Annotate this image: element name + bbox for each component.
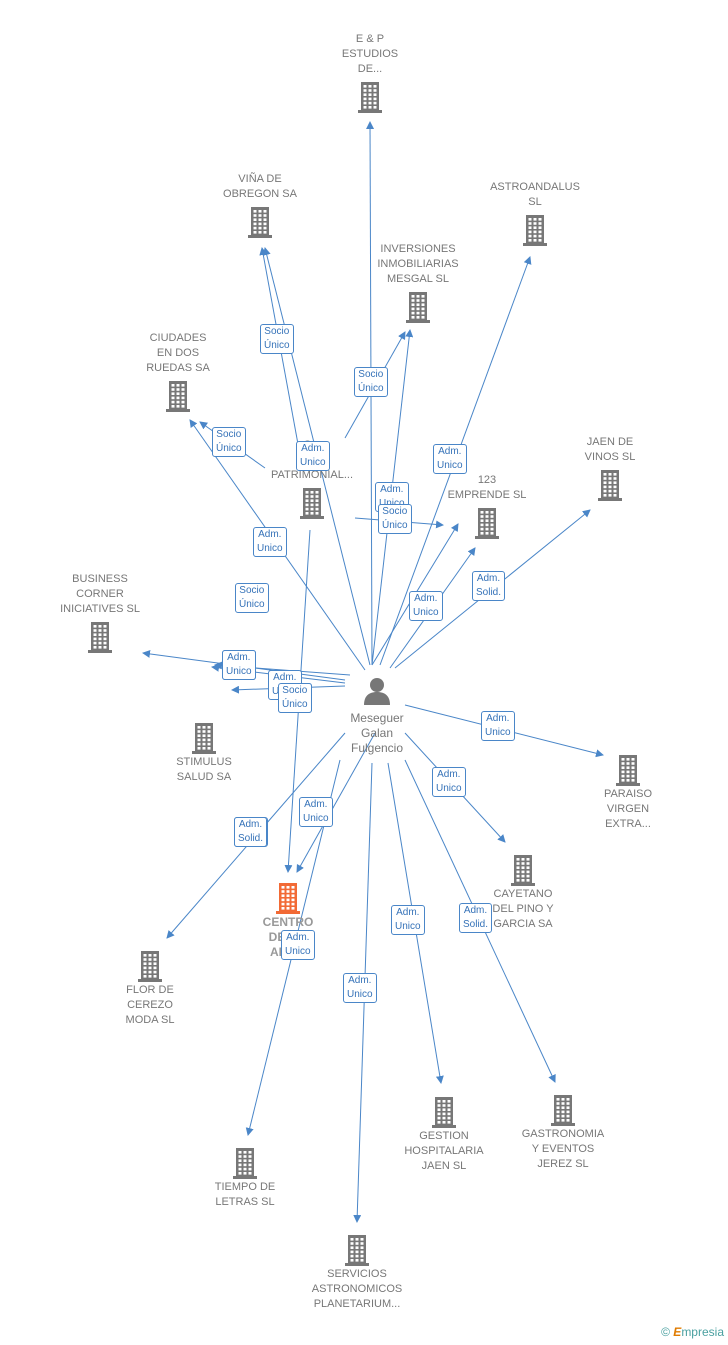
company-node-ep[interactable]: E & P ESTUDIOS DE... bbox=[300, 32, 440, 114]
company-node-gast[interactable]: GASTRONOMIA Y EVENTOS JEREZ SL bbox=[493, 1090, 633, 1172]
company-label: PARAISO VIRGEN EXTRA... bbox=[603, 788, 653, 830]
company-node-biz[interactable]: BUSINESS CORNER INICIATIVES SL bbox=[30, 572, 170, 654]
relation-badge[interactable]: Adm. Solid. bbox=[459, 903, 493, 933]
company-label: 123 EMPRENDE SL bbox=[447, 474, 527, 501]
relation-badge[interactable]: Socio Único bbox=[235, 583, 269, 613]
building-icon bbox=[345, 1235, 369, 1266]
building-icon bbox=[166, 381, 190, 412]
company-label: JAEN DE VINOS SL bbox=[584, 436, 636, 463]
company-node-jaen[interactable]: JAEN DE VINOS SL bbox=[540, 435, 680, 502]
company-label: VIÑA DE OBREGON SA bbox=[223, 173, 297, 200]
person-name: Meseguer Galan Fulgencio bbox=[350, 711, 404, 755]
relation-badge[interactable]: Adm. Unico bbox=[409, 591, 443, 621]
company-node-flor[interactable]: FLOR DE CEREZO MODA SL bbox=[80, 946, 220, 1028]
company-label: ASTROANDALUS SL bbox=[490, 181, 580, 208]
company-label: SERVICIOS ASTRONOMICOS PLANETARIUM... bbox=[311, 1268, 403, 1310]
building-icon bbox=[511, 855, 535, 886]
company-label: STIMULUS SALUD SA bbox=[176, 756, 232, 783]
link-line bbox=[296, 732, 376, 873]
company-node-astro[interactable]: ASTROANDALUS SL bbox=[465, 180, 605, 247]
company-node-vina[interactable]: VIÑA DE OBREGON SA bbox=[190, 172, 330, 239]
building-icon bbox=[276, 883, 300, 914]
company-node-cay[interactable]: CAYETANO DEL PINO Y GARCIA SA bbox=[453, 850, 593, 932]
company-node-tiempo[interactable]: TIEMPO DE LETRAS SL bbox=[175, 1143, 315, 1210]
building-icon bbox=[523, 215, 547, 246]
company-node-serv[interactable]: SERVICIOS ASTRONOMICOS PLANETARIUM... bbox=[287, 1230, 427, 1312]
building-icon bbox=[616, 755, 640, 786]
building-icon bbox=[300, 488, 324, 519]
relation-badge[interactable]: Adm. Solid. bbox=[472, 571, 506, 601]
company-node-emp123[interactable]: 123 EMPRENDE SL bbox=[417, 473, 557, 540]
relation-badge[interactable]: Socio Único bbox=[278, 683, 312, 713]
building-icon bbox=[475, 508, 499, 539]
relation-badge[interactable]: Adm. Unico bbox=[299, 797, 333, 827]
person-node[interactable]: Meseguer Galan Fulgencio bbox=[338, 676, 416, 756]
building-icon bbox=[192, 723, 216, 754]
company-label: GESTION HOSPITALARIA JAEN SL bbox=[404, 1130, 484, 1172]
company-node-par[interactable]: PARAISO VIRGEN EXTRA... bbox=[558, 750, 698, 832]
building-icon bbox=[233, 1148, 257, 1179]
company-node-stim[interactable]: STIMULUS SALUD SA bbox=[134, 718, 274, 785]
company-label: CAYETANO DEL PINO Y GARCIA SA bbox=[492, 888, 554, 930]
relation-badge[interactable]: Adm. Unico bbox=[432, 767, 466, 797]
building-icon bbox=[138, 951, 162, 982]
relation-badge[interactable]: Socio Único bbox=[354, 367, 388, 397]
company-label: E & P ESTUDIOS DE... bbox=[341, 33, 399, 75]
relation-badge[interactable]: Adm. Unico bbox=[391, 905, 425, 935]
relation-badge[interactable]: Socio Único bbox=[260, 324, 294, 354]
relation-badge[interactable]: Adm. Unico bbox=[253, 527, 287, 557]
company-node-inv[interactable]: INVERSIONES INMOBILIARIAS MESGAL SL bbox=[348, 242, 488, 324]
building-icon bbox=[598, 470, 622, 501]
relation-badge[interactable]: Adm. Unico bbox=[433, 444, 467, 474]
company-label: TIEMPO DE LETRAS SL bbox=[214, 1181, 276, 1208]
company-label: CIUDADES EN DOS RUEDAS SA bbox=[146, 332, 210, 374]
building-icon bbox=[551, 1095, 575, 1126]
person-icon bbox=[364, 678, 390, 705]
building-icon bbox=[406, 292, 430, 323]
building-icon bbox=[432, 1097, 456, 1128]
relation-badge[interactable]: Adm. Unico bbox=[296, 441, 330, 471]
company-node-ciud[interactable]: CIUDADES EN DOS RUEDAS SA bbox=[108, 331, 248, 413]
building-icon bbox=[88, 622, 112, 653]
relation-badge[interactable]: Socio Único bbox=[378, 504, 412, 534]
company-label: FLOR DE CEREZO MODA SL bbox=[125, 984, 175, 1026]
empresia-logo: © Empresia bbox=[661, 1325, 724, 1339]
relation-badge[interactable]: Adm. Unico bbox=[222, 650, 256, 680]
relation-badge[interactable]: Adm. Unico bbox=[281, 930, 315, 960]
building-icon bbox=[358, 82, 382, 113]
company-label: BUSINESS CORNER INICIATIVES SL bbox=[60, 573, 140, 615]
company-label: INVERSIONES INMOBILIARIAS MESGAL SL bbox=[377, 243, 459, 285]
relation-badge[interactable]: Socio Único bbox=[212, 427, 246, 457]
relation-badge[interactable]: Adm. Unico bbox=[343, 973, 377, 1003]
company-label: GASTRONOMIA Y EVENTOS JEREZ SL bbox=[521, 1128, 605, 1170]
relation-badge[interactable]: Adm. Solid. bbox=[234, 817, 268, 847]
building-icon bbox=[248, 207, 272, 238]
company-node-gest[interactable]: GESTION HOSPITALARIA JAEN SL bbox=[374, 1092, 514, 1174]
relation-badge[interactable]: Adm. Unico bbox=[481, 711, 515, 741]
